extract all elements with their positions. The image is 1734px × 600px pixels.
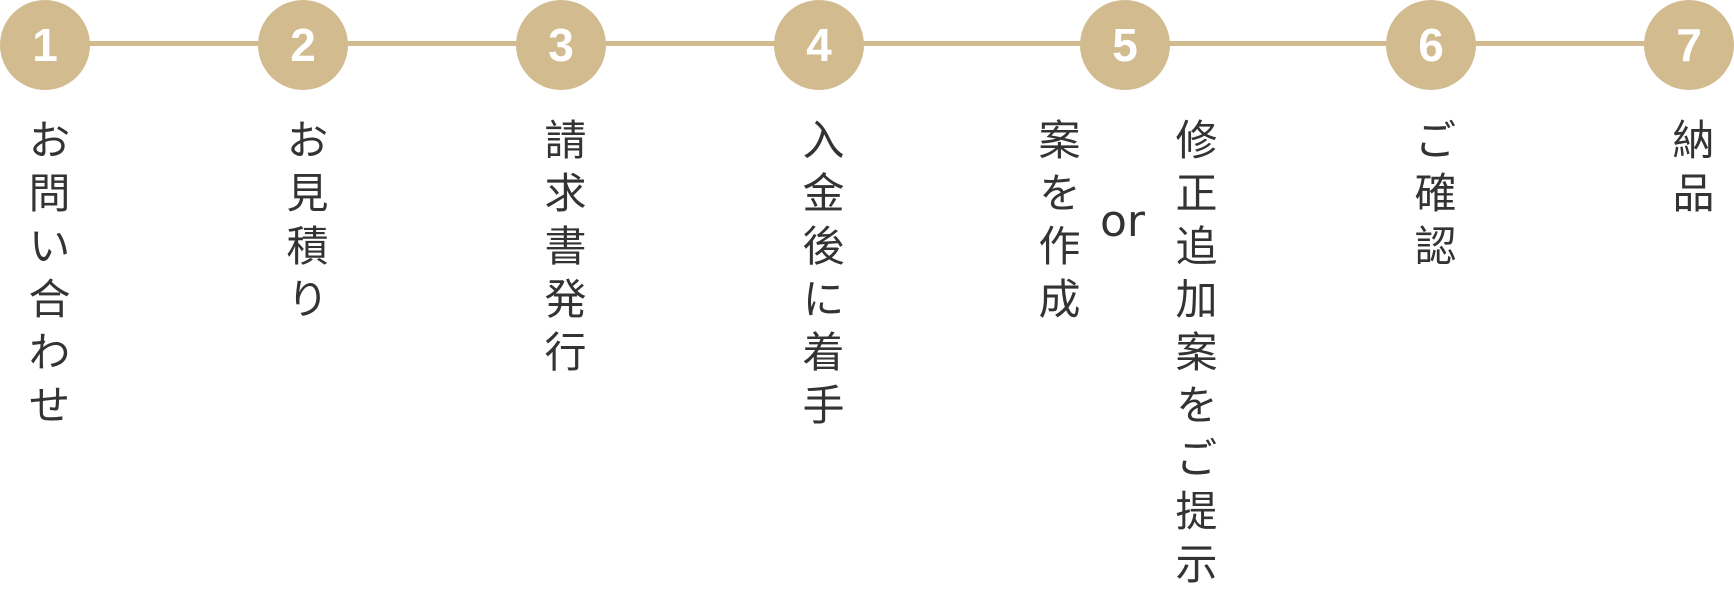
step-5-number: 5 (1112, 19, 1138, 71)
step-5-or-connector: or (1100, 196, 1146, 247)
step-6-label: ご確認 (1408, 118, 1457, 277)
step-2-label: お見積り (280, 118, 329, 330)
step-1-number: 1 (32, 19, 58, 71)
step-3-label: 請求書発行 (538, 118, 587, 383)
step-2-badge: 2 (258, 0, 348, 90)
step-1-badge: 1 (0, 0, 90, 90)
step-4-number: 4 (806, 19, 832, 71)
timeline-connector-line (45, 41, 1689, 46)
step-7-label: 納品 (1666, 118, 1715, 224)
step-4-badge: 4 (774, 0, 864, 90)
step-5-alt-label: 案を作成 (1032, 118, 1081, 330)
step-6-number: 6 (1418, 19, 1444, 71)
step-5-label: 修正追加案をご提示 (1169, 118, 1218, 595)
step-3-number: 3 (548, 19, 574, 71)
step-2-number: 2 (290, 19, 316, 71)
step-5-badge: 5 (1080, 0, 1170, 90)
step-3-badge: 3 (516, 0, 606, 90)
step-6-badge: 6 (1386, 0, 1476, 90)
step-1-label: お問い合わせ (22, 118, 71, 436)
step-7-number: 7 (1676, 19, 1702, 71)
step-4-label: 入金後に着手 (796, 118, 845, 436)
step-7-badge: 7 (1644, 0, 1734, 90)
